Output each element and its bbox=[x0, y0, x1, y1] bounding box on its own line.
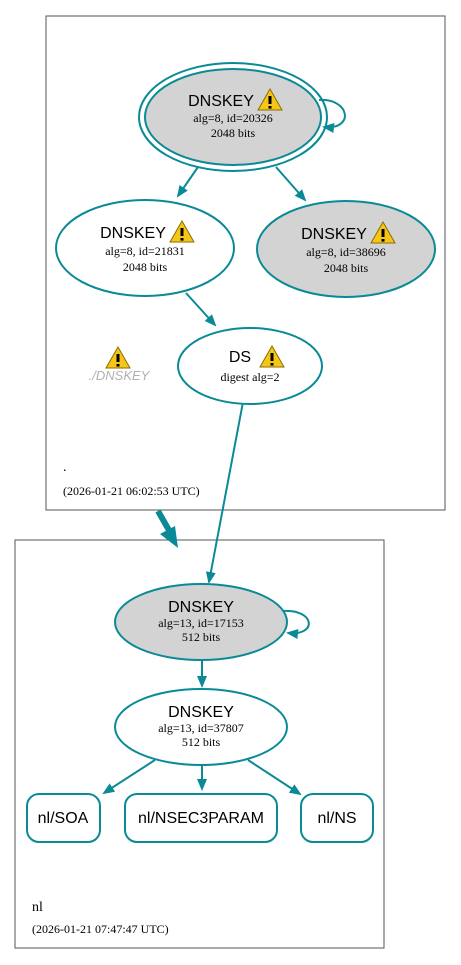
node-dnskey-21831-bits: 2048 bits bbox=[123, 260, 168, 274]
zone-root-border bbox=[45, 15, 446, 511]
node-dnskey-20326[interactable]: DNSKEY alg=8, id=20326 2048 bits bbox=[138, 62, 328, 172]
node-ghost-dnskey[interactable]: ./DNSKEY bbox=[89, 346, 151, 383]
zone-root-timestamp: (2026-01-21 06:02:53 UTC) bbox=[63, 484, 200, 498]
record-nl-soa-label: nl/SOA bbox=[38, 810, 89, 827]
record-nl-soa[interactable]: nl/SOA bbox=[26, 793, 101, 843]
node-dnskey-21831-alg: alg=8, id=21831 bbox=[105, 244, 185, 258]
edge-20326-38696 bbox=[275, 166, 307, 202]
edge-21831-ds bbox=[185, 292, 217, 327]
node-ds-digest: digest alg=2 bbox=[220, 370, 279, 384]
zone-nl-timestamp: (2026-01-21 07:47:47 UTC) bbox=[32, 922, 169, 936]
record-nl-ns[interactable]: nl/NS bbox=[300, 793, 374, 843]
selfloop-20326 bbox=[318, 98, 346, 133]
edge-37807-ns bbox=[247, 759, 302, 796]
node-dnskey-17153-bits: 512 bits bbox=[182, 630, 221, 644]
node-dnskey-38696[interactable]: DNSKEY alg=8, id=38696 2048 bits bbox=[256, 200, 436, 298]
node-dnskey-38696-title: DNSKEY bbox=[301, 226, 367, 243]
edge-ds-17153 bbox=[205, 401, 244, 584]
node-dnskey-20326-bits: 2048 bits bbox=[211, 126, 256, 140]
node-dnskey-37807-alg: alg=13, id=37807 bbox=[158, 721, 244, 735]
node-dnskey-38696-bits: 2048 bits bbox=[324, 261, 369, 275]
node-dnskey-20326-alg: alg=8, id=20326 bbox=[193, 111, 273, 125]
node-dnskey-21831-title: DNSKEY bbox=[100, 225, 166, 242]
zone-nl-border bbox=[14, 539, 385, 949]
node-ghost-dnskey-label: ./DNSKEY bbox=[89, 368, 151, 383]
record-nl-nsec3param-label: nl/NSEC3PARAM bbox=[138, 810, 264, 827]
node-dnskey-17153-alg: alg=13, id=17153 bbox=[158, 616, 244, 630]
zone-nl-name: nl bbox=[32, 900, 43, 915]
node-dnskey-37807[interactable]: DNSKEY alg=13, id=37807 512 bits bbox=[114, 688, 288, 766]
selfloop-17153 bbox=[282, 609, 310, 639]
node-dnskey-20326-title: DNSKEY bbox=[188, 93, 254, 110]
node-dnskey-17153-title: DNSKEY bbox=[168, 599, 234, 616]
node-ds-title: DS bbox=[229, 349, 251, 366]
node-dnskey-17153[interactable]: DNSKEY alg=13, id=17153 512 bits bbox=[114, 583, 288, 661]
edge-20326-21831 bbox=[176, 166, 199, 198]
record-nl-nsec3param[interactable]: nl/NSEC3PARAM bbox=[124, 793, 278, 843]
record-nl-ns-label: nl/NS bbox=[317, 810, 356, 827]
warning-icon bbox=[105, 346, 131, 369]
delegation-arrow bbox=[155, 509, 178, 548]
zone-nl: nl (2026-01-21 07:47:47 UTC) bbox=[14, 539, 385, 949]
node-dnskey-21831[interactable]: DNSKEY alg=8, id=21831 2048 bits bbox=[55, 199, 235, 297]
edge-37807-soa bbox=[102, 759, 156, 795]
zone-root-name: . bbox=[63, 460, 67, 475]
node-ds[interactable]: DS digest alg=2 bbox=[177, 327, 323, 405]
node-dnskey-38696-alg: alg=8, id=38696 bbox=[306, 245, 386, 259]
node-dnskey-37807-bits: 512 bits bbox=[182, 735, 221, 749]
edges bbox=[102, 98, 346, 796]
zone-root: . (2026-01-21 06:02:53 UTC) bbox=[45, 15, 446, 511]
node-dnskey-37807-title: DNSKEY bbox=[168, 704, 234, 721]
